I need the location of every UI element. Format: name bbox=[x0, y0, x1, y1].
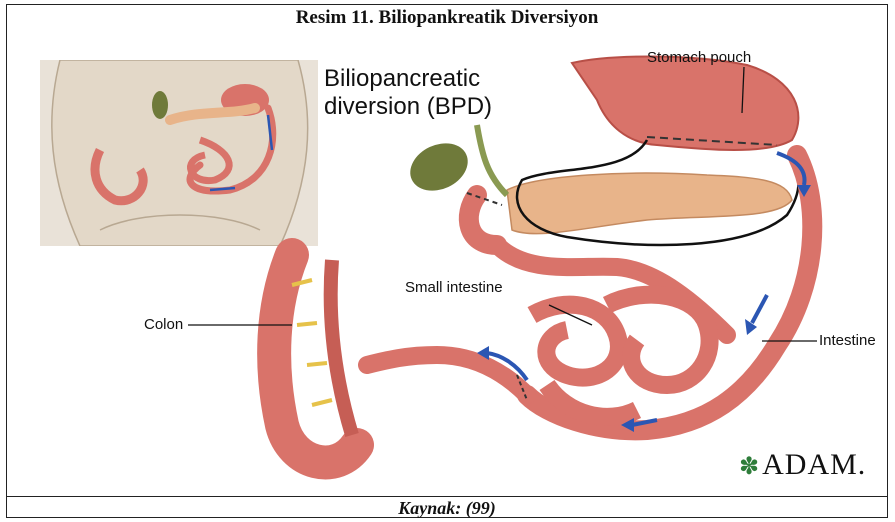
stomach-pouch bbox=[572, 57, 798, 151]
label-colon: Colon bbox=[144, 316, 183, 333]
heading-line-1: Biliopancreatic bbox=[324, 65, 492, 93]
logo-text: ADAM. bbox=[762, 448, 866, 481]
pancreas bbox=[507, 173, 792, 234]
gallbladder bbox=[403, 134, 476, 199]
heading-line-2: diversion (BPD) bbox=[324, 93, 492, 121]
source-row: Kaynak: (99) bbox=[7, 496, 887, 519]
label-small-intestine: Small intestine bbox=[405, 279, 503, 296]
label-intestine: Intestine bbox=[819, 332, 876, 349]
label-stomach-pouch: Stomach pouch bbox=[647, 49, 751, 66]
small-intestine-coils bbox=[532, 295, 710, 417]
logo-star-icon: ✽ bbox=[739, 454, 760, 480]
figure-source: Kaynak: (99) bbox=[398, 498, 496, 518]
diagram-heading: Biliopancreatic diversion (BPD) bbox=[324, 65, 492, 121]
figure-frame: Resim 11. Biliopankreatik Diversiyon bbox=[6, 4, 888, 518]
adam-logo: ✽ADAM. bbox=[739, 448, 866, 482]
colon bbox=[274, 255, 357, 462]
